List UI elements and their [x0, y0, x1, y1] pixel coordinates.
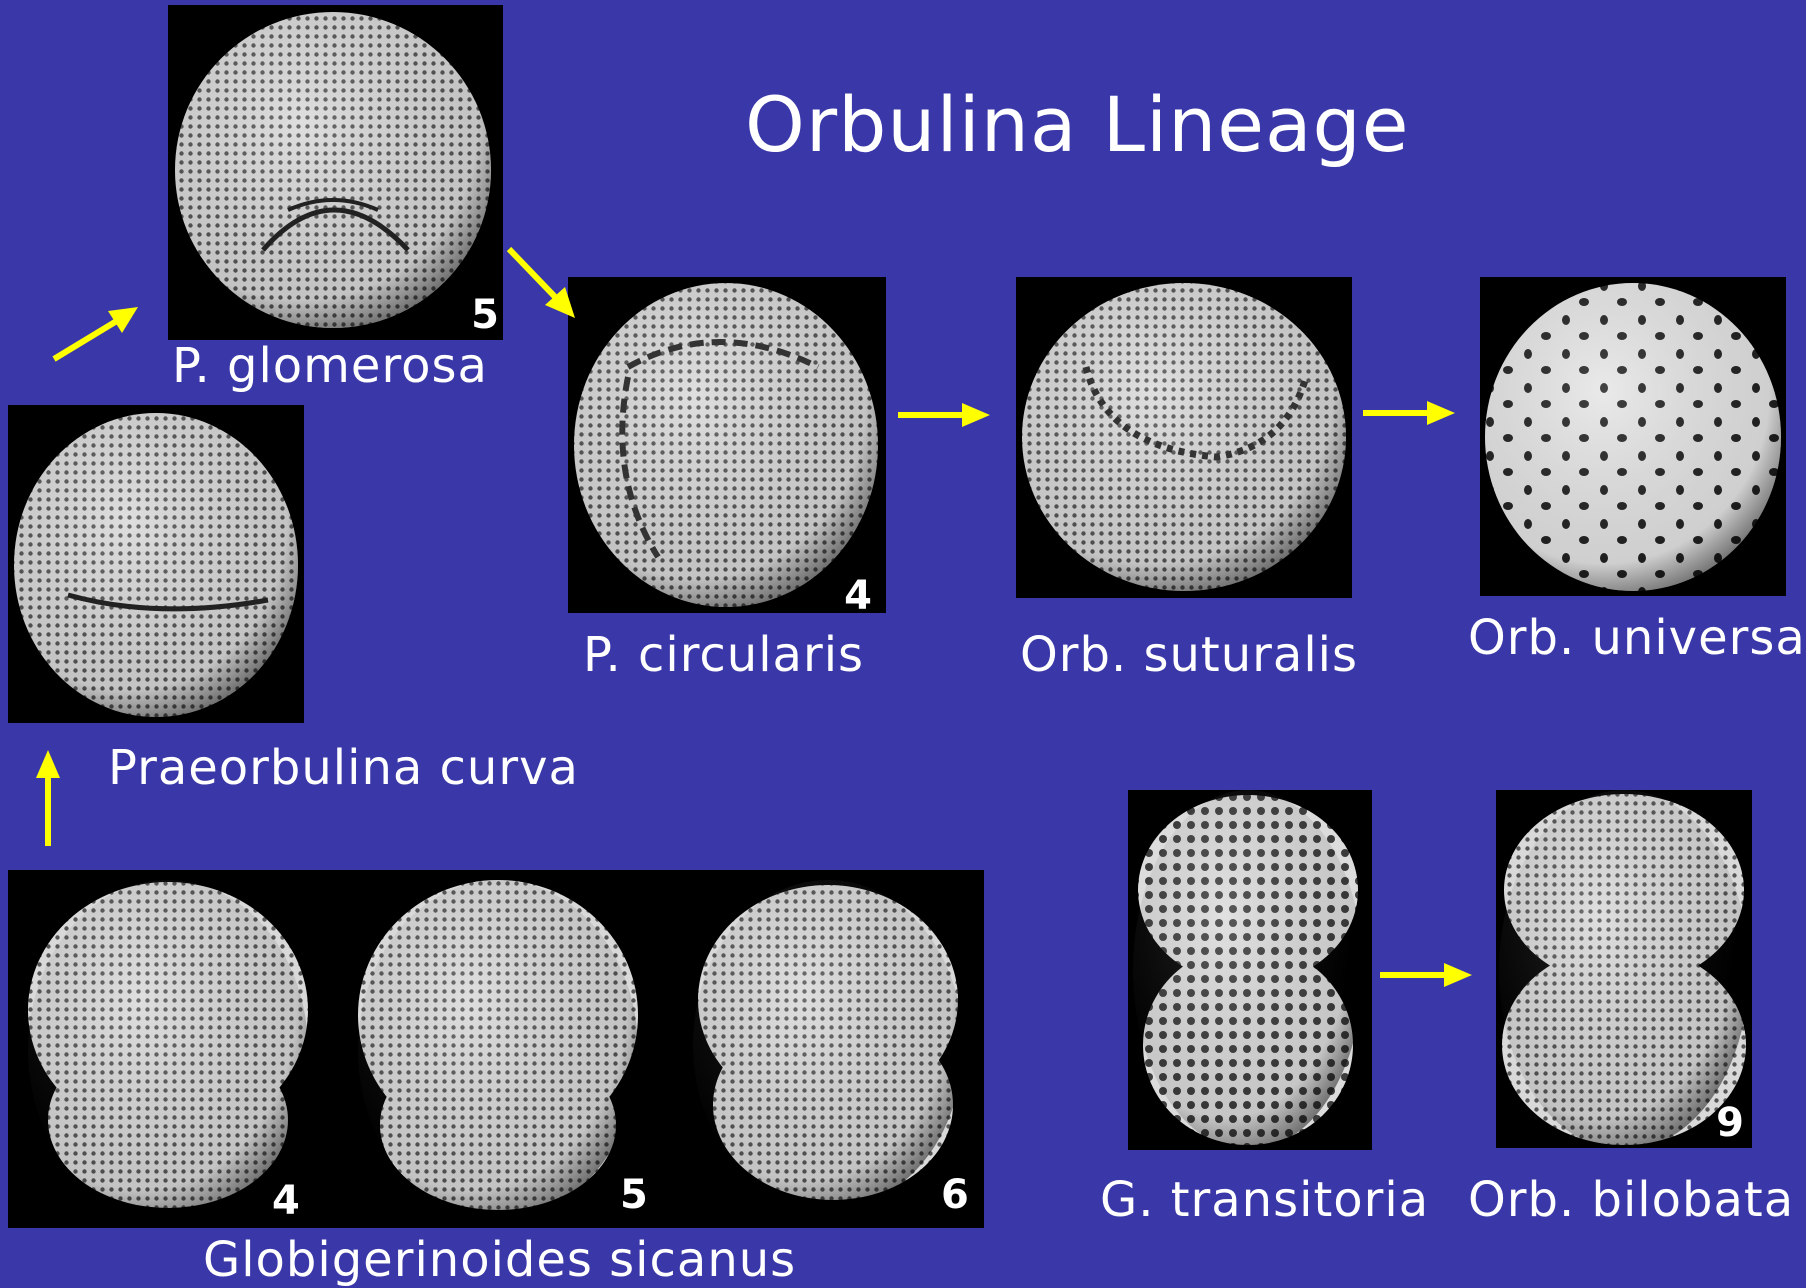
orb-universa-image: [1480, 277, 1786, 596]
plate-number: 4: [844, 573, 872, 613]
arrow-up-right-icon: [50, 305, 140, 363]
p-circularis-label: P. circularis: [583, 627, 864, 683]
plate-number: 6: [941, 1172, 969, 1218]
arrow-right-icon: [1380, 960, 1472, 990]
plate-number: 5: [471, 292, 499, 338]
arrow-down-right-icon: [505, 245, 577, 320]
orb-bilobata-image: 9: [1496, 790, 1752, 1148]
g-transitoria-image: [1128, 790, 1372, 1150]
page-title: Orbulina Lineage: [745, 80, 1410, 169]
arrow-up-icon: [30, 750, 66, 846]
praeorbulina-curva-label: Praeorbulina curva: [108, 740, 579, 796]
orb-suturalis-image: [1016, 277, 1352, 598]
plate-number: 5: [620, 1172, 648, 1218]
orb-bilobata-label: Orb. bilobata: [1468, 1172, 1794, 1228]
plate-number: 4: [272, 1178, 300, 1224]
p-glomerosa-label: P. glomerosa: [172, 338, 488, 394]
orb-suturalis-label: Orb. suturalis: [1020, 627, 1358, 683]
globigerinoides-sicanus-label: Globigerinoides sicanus: [203, 1232, 796, 1288]
praeorbulina-curva-image: [8, 405, 304, 723]
p-circularis-image: 4: [568, 277, 886, 613]
g-transitoria-label: G. transitoria: [1100, 1172, 1429, 1228]
arrow-right-icon: [1363, 398, 1455, 428]
arrow-right-icon: [898, 400, 990, 430]
globigerinoides-sicanus-image: 4 5 6: [8, 870, 984, 1228]
p-glomerosa-image: 5: [168, 5, 503, 340]
plate-number: 9: [1716, 1100, 1744, 1146]
orb-universa-label: Orb. universa: [1468, 610, 1806, 666]
